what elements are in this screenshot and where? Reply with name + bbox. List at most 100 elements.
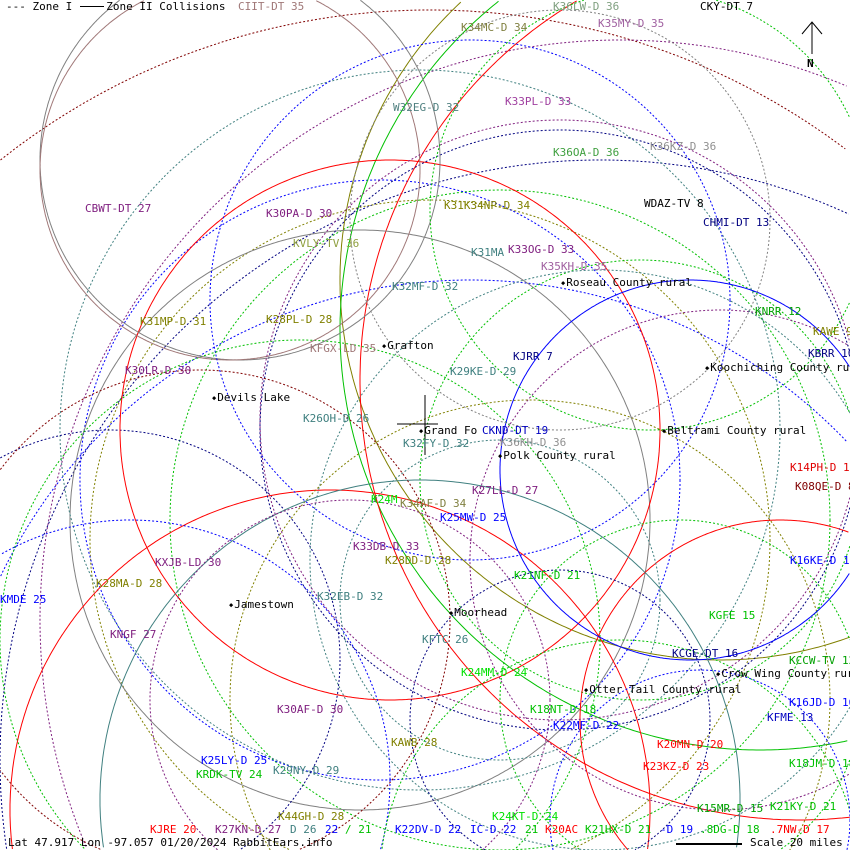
station-label[interactable]: KNRR 12 (755, 305, 802, 318)
station-label[interactable]: CKY-DT 7 (700, 0, 753, 13)
station-label[interactable]: K16KE-D 16 (790, 554, 850, 567)
station-label[interactable]: K36LW-D 36 (553, 0, 620, 13)
station-label[interactable]: KGFE 15 (709, 609, 756, 622)
station-label[interactable]: K27KN-D 27 (215, 823, 282, 836)
station-label[interactable]: K25LY-D 25 (201, 754, 268, 767)
station-label[interactable]: K36KZ-D 36 (650, 140, 717, 153)
station-label[interactable]: K28MA-D 28 (96, 577, 163, 590)
station-label[interactable]: K30LR-D 30 (125, 364, 192, 377)
station-label[interactable]: K44GH-D 28 (278, 810, 345, 823)
station-label[interactable]: K21NF-D 21 (514, 569, 581, 582)
station-label[interactable]: K21KY-D 21 (770, 800, 837, 813)
solid-line-swatch (80, 6, 105, 7)
station-label[interactable]: K23KZ-D 23 (643, 760, 710, 773)
coverage-contour (39, 0, 421, 361)
station-label[interactable]: K27LL-D 27 (472, 484, 539, 497)
station-label[interactable]: K18NT-D 18 (530, 703, 597, 716)
legend-collisions: Collisions (159, 0, 226, 13)
station-label[interactable]: K18JM-D 18 (789, 757, 850, 770)
station-label[interactable]: KMDE 25 (0, 593, 47, 606)
station-label[interactable]: K24M (371, 493, 398, 506)
station-label[interactable]: K30AF-D 30 (277, 703, 344, 716)
place-marker: Roseau County rural (561, 277, 692, 289)
station-label[interactable]: K20AC (545, 823, 579, 836)
station-label[interactable]: CBWT-DT 27 (85, 202, 152, 215)
place-marker: Otter Tail County rural (584, 684, 741, 696)
station-label[interactable]: K16JD-D 16 (789, 696, 850, 709)
coverage-contour (149, 499, 551, 850)
station-label[interactable]: K15MR-D 15 (697, 802, 764, 815)
station-label[interactable]: W32EG-D 32 (393, 101, 460, 114)
station-label[interactable]: WDAZ-TV 8 (644, 197, 704, 210)
station-label[interactable]: K31K34NP-D 34 (444, 199, 531, 212)
coverage-contour (99, 479, 741, 848)
station-label[interactable]: K22DV-D 22 (395, 823, 462, 836)
coverage-contour (39, 0, 441, 361)
station-label[interactable]: K35KH-D 35 (541, 260, 608, 273)
station-label[interactable]: K29KE-D 29 (450, 365, 517, 378)
station-label[interactable]: KAWB 28 (391, 736, 438, 749)
station-label[interactable]: K20MN-D 20 (657, 738, 724, 751)
north-arrow-icon (801, 21, 823, 54)
station-label[interactable]: K35MY-D 35 (598, 17, 665, 30)
station-label[interactable]: K33PL-D 33 (505, 95, 572, 108)
place-marker: Grand Fo (419, 425, 477, 437)
coverage-contour (579, 519, 849, 850)
station-label[interactable]: KJRR 7 (513, 350, 553, 363)
station-label[interactable]: K28PL-D 28 (266, 313, 333, 326)
station-label[interactable]: K32FY-D 32 (403, 437, 470, 450)
station-label[interactable]: KBRR 10 (808, 347, 850, 360)
station-label[interactable]: K32MF-D 32 (392, 280, 459, 293)
station-label[interactable]: D 26 (290, 823, 317, 836)
coverage-contour (259, 129, 850, 731)
coverage-contour (0, 429, 341, 850)
station-label[interactable]: KFME 13 (767, 711, 814, 724)
station-label[interactable]: K21HX-D 21 (585, 823, 652, 836)
coverage-contour (229, 399, 831, 850)
station-label[interactable]: CIIT-DT 35 (238, 0, 305, 13)
station-label[interactable]: 21 (525, 823, 539, 836)
station-label[interactable]: K08QE-D 8 (795, 480, 850, 493)
station-label[interactable]: KXJB-LD 30 (155, 556, 222, 569)
station-label[interactable]: KJRE 20 (150, 823, 197, 836)
station-label[interactable]: IC-D 22 (470, 823, 517, 836)
station-label[interactable]: KCCW-TV 12 (789, 654, 850, 667)
station-label[interactable]: K31MP-D 31 (140, 315, 207, 328)
station-label[interactable]: KNGF 27 (110, 628, 157, 641)
station-label[interactable]: K22MF-D 22 (553, 719, 620, 732)
station-label[interactable]: K36OA-D 36 (553, 146, 620, 159)
station-label[interactable]: 22 (325, 823, 339, 836)
station-label[interactable]: -D 19 (660, 823, 694, 836)
station-label[interactable]: CKND-DT 19 (482, 424, 549, 437)
station-label[interactable]: .8DG-D 18 (700, 823, 760, 836)
station-label[interactable]: KFGX-LD 35 (310, 342, 377, 355)
station-label[interactable]: KVLY-TV 36 (293, 237, 360, 250)
station-label[interactable]: KFTC 26 (422, 633, 469, 646)
station-label[interactable]: K34MC-D 34 (461, 21, 528, 34)
station-label[interactable]: K24KT-D 24 (492, 810, 559, 823)
station-label[interactable]: .7NW-D 17 (770, 823, 830, 836)
station-label[interactable]: K30PA-D 30 (266, 207, 333, 220)
station-label[interactable]: CHMI-DT 13 (703, 216, 770, 229)
station-label[interactable]: KAWE 9 (813, 325, 850, 338)
station-label[interactable]: KRDK-TV 24 (196, 768, 263, 781)
station-label[interactable]: K31MA (471, 246, 505, 259)
station-label[interactable]: K36KH-D 36 (500, 436, 567, 449)
station-label[interactable]: KCGE-DT 16 (672, 647, 739, 660)
station-label[interactable]: / 21 (345, 823, 372, 836)
station-label[interactable]: K25MW-D 25 (440, 511, 507, 524)
station-label[interactable]: K24MM-D 24 (461, 666, 528, 679)
coverage-contour (0, 159, 850, 849)
coverage-contour (381, 639, 850, 849)
station-label[interactable]: K33OG-D 33 (508, 243, 575, 256)
station-label[interactable]: K34AF-D 34 (400, 497, 467, 510)
station-label[interactable]: K33DB-D 33 (353, 540, 420, 553)
station-label[interactable]: K32EB-D 32 (317, 590, 384, 603)
station-label[interactable]: K26OH-D 26 (303, 412, 370, 425)
station-label[interactable]: K29NY-D 29 (273, 764, 340, 777)
legend-zone2: Zone II (106, 0, 153, 13)
station-label[interactable]: K28DD-D 28 (385, 554, 452, 567)
station-label[interactable]: K14PH-D 14 (790, 461, 850, 474)
